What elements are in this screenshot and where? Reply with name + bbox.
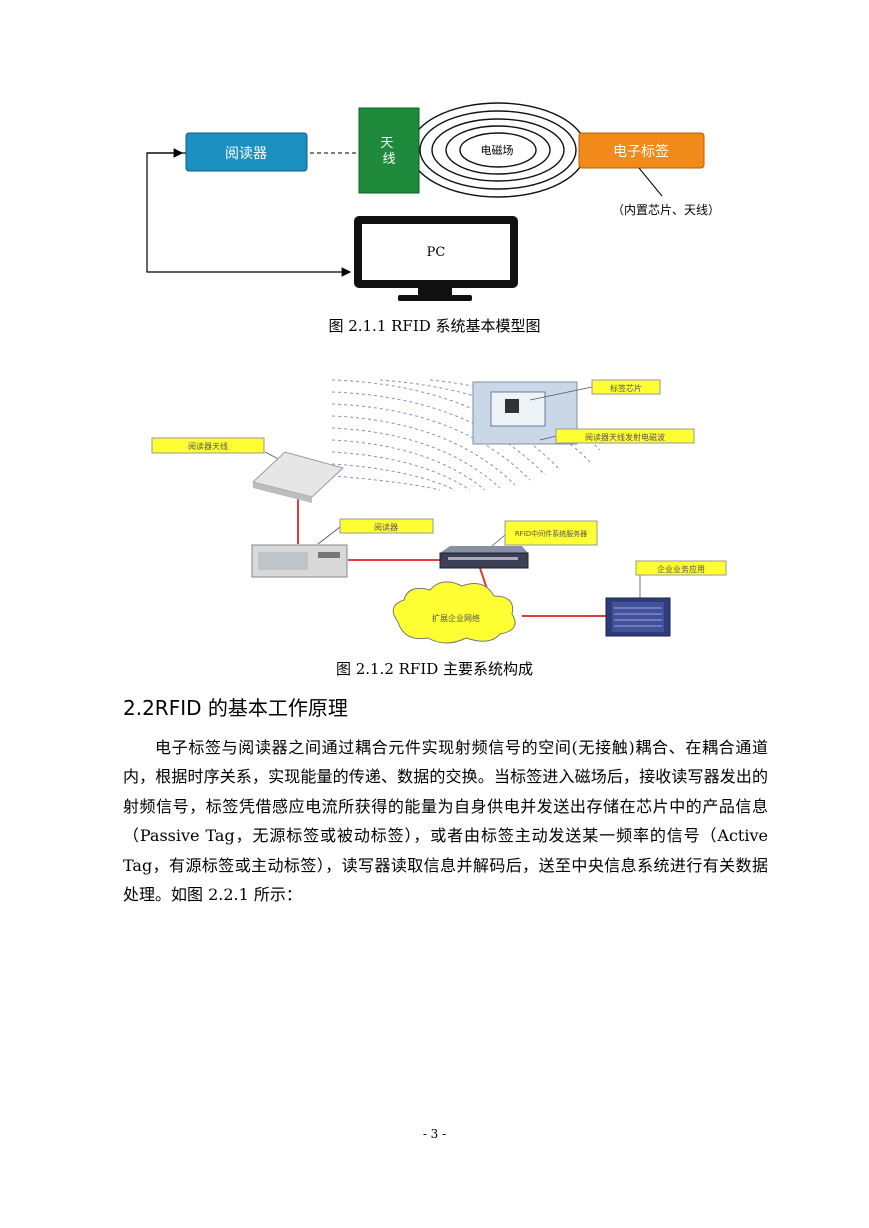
section-heading: 2.2RFID 的基本工作原理: [123, 696, 348, 720]
tag-note: （内置芯片、天线）: [612, 203, 720, 217]
reader-device: [251, 544, 348, 578]
body-paragraph: 电子标签与阅读器之间通过耦合元件实现射频信号的空间(无接触)耦合、在耦合通道内，…: [123, 738, 768, 905]
figure-caption-2-1-2: 图 2.1.2 RFID 主要系统构成: [335, 660, 534, 678]
callout-reader-label: 阅读器: [374, 522, 398, 532]
callout-chip-label: 标签芯片: [610, 383, 642, 393]
callout-reader: 阅读器: [339, 518, 434, 534]
antenna-box: [358, 107, 420, 194]
tag-box: [578, 132, 705, 169]
figure-caption-2-1-1: 图 2.1.1 RFID 系统基本模型图: [328, 317, 541, 335]
pc-monitor: [354, 216, 518, 301]
reader-box: [185, 132, 308, 172]
callout-chip: 标签芯片: [591, 379, 661, 395]
em-wave-arcs: [331, 379, 601, 491]
reader-antenna-device: [251, 451, 344, 503]
section-body: 电子标签与阅读器之间通过耦合元件实现射频信号的空间(无接触)耦合、在耦合通道内，…: [123, 733, 768, 909]
pc-label: PC: [427, 245, 446, 260]
callout-enterprise: 企业业务应用: [635, 560, 727, 576]
tag-note-pointer: [638, 167, 663, 197]
cloud-label: 扩展企业网络: [432, 613, 480, 623]
callout-waves-label: 阅读器天线发射电磁波: [585, 432, 665, 442]
page-number: - 3 -: [422, 1127, 447, 1141]
callout-waves: 阅读器天线发射电磁波: [555, 428, 695, 444]
middleware-server: [439, 546, 529, 569]
enterprise-network-cloud: 扩展企业网络: [392, 581, 516, 644]
antenna-label: 天 线: [380, 136, 397, 167]
reader-label: 阅读器: [225, 145, 267, 162]
figure-rfid-system-components: 标签芯片 阅读器天线发射电磁波 阅读器天线 阅读器 RFID中间件系统服务器 企…: [151, 379, 727, 644]
tag-label: 电子标签: [613, 143, 669, 160]
callout-middleware-label: RFID中间件系统服务器: [515, 529, 587, 538]
enterprise-server: [605, 597, 671, 637]
callout-reader-antenna-label: 阅读器天线: [188, 441, 228, 451]
field-label: 电磁场: [481, 143, 514, 157]
callout-middleware: RFID中间件系统服务器: [504, 520, 598, 546]
callout-reader-antenna: 阅读器天线: [151, 437, 265, 454]
figure-rfid-basic-model: 阅读器 电磁场 天 线 电子标签 （内置芯片、天线） PC: [146, 102, 720, 301]
callout-enterprise-label: 企业业务应用: [657, 564, 705, 574]
